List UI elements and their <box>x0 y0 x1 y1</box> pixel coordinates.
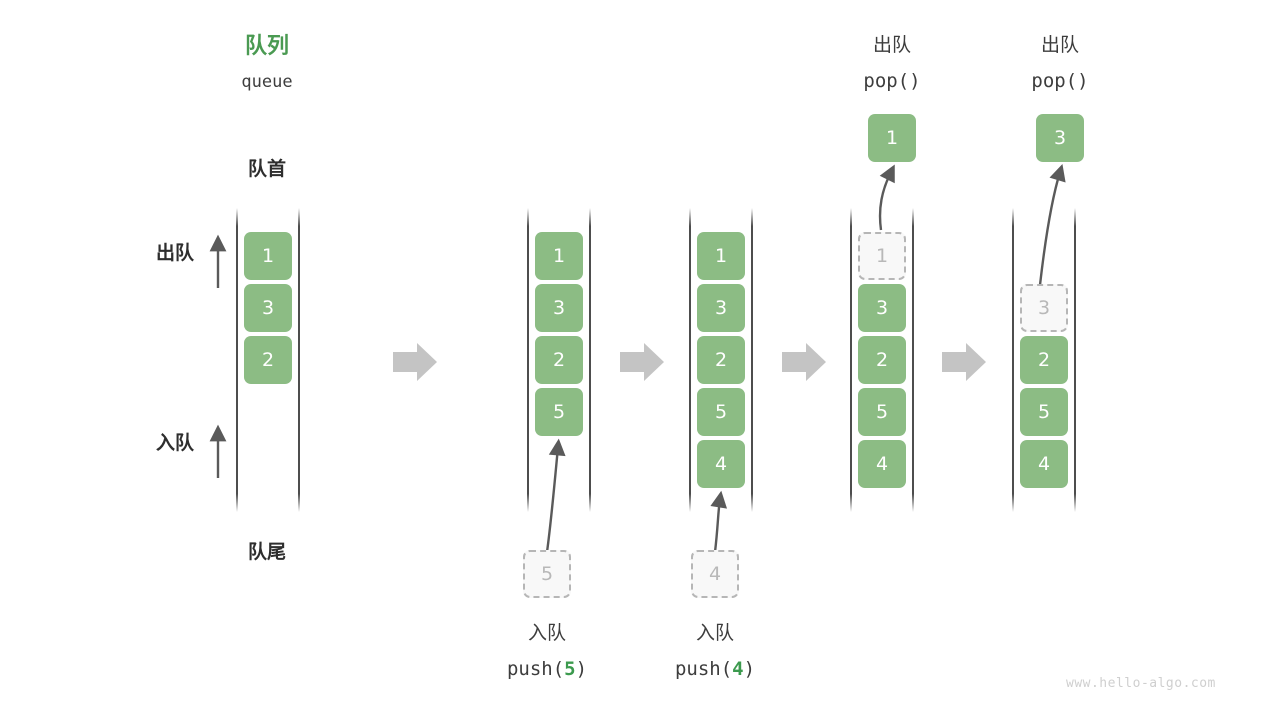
queue-rail-left <box>527 208 529 512</box>
queue-rail-right <box>1074 208 1076 512</box>
rear-label: 队尾 <box>247 541 286 563</box>
popped-cell: 3 <box>1036 114 1084 162</box>
queue-cell: 1 <box>535 232 583 280</box>
stage-caption-code: push(5) <box>487 660 607 679</box>
transition-arrow-4 <box>942 343 986 381</box>
queue-rail-right <box>589 208 591 512</box>
stage-caption-cn: 入队 <box>695 622 734 644</box>
queue-rail-left <box>689 208 691 512</box>
queue-cell: 5 <box>535 388 583 436</box>
watermark: www.hello-algo.com <box>1066 676 1216 691</box>
caption-code-prefix: push( <box>674 658 733 680</box>
stage-caption-cn: 入队 <box>527 622 566 644</box>
queue-cell: 3 <box>858 284 906 332</box>
queue-cell: 5 <box>1020 388 1068 436</box>
queue-cell: 2 <box>535 336 583 384</box>
stage-caption-cn: 出队 <box>872 34 911 56</box>
enqueue-side-label: 入队 <box>155 432 194 454</box>
queue-cell: 5 <box>858 388 906 436</box>
push-5-motion-arrow <box>545 438 566 553</box>
transition-arrow-1 <box>393 343 437 381</box>
queue-cell: 1 <box>244 232 292 280</box>
transition-arrow-3 <box>782 343 826 381</box>
page-title-en: queue <box>241 72 293 92</box>
front-label: 队首 <box>247 158 286 180</box>
queue-rail-left <box>1012 208 1014 512</box>
caption-code-prefix: push( <box>506 658 565 680</box>
caption-code-suffix: ) <box>743 658 756 680</box>
queue-cell-ghost: 3 <box>1020 284 1068 332</box>
queue-cell: 2 <box>858 336 906 384</box>
queue-rail-left <box>850 208 852 512</box>
queue-rail-right <box>912 208 914 512</box>
queue-cell: 4 <box>858 440 906 488</box>
queue-rail-right <box>298 208 300 512</box>
stage-caption-cn: 出队 <box>1040 34 1079 56</box>
queue-cell: 2 <box>244 336 292 384</box>
push-4-motion-arrow <box>710 490 728 553</box>
queue-cell: 4 <box>1020 440 1068 488</box>
queue-rail-right <box>751 208 753 512</box>
queue-cell: 3 <box>535 284 583 332</box>
popped-cell: 1 <box>868 114 916 162</box>
page-title-cn: 队列 <box>244 34 289 59</box>
queue-cell: 1 <box>697 232 745 280</box>
stage-caption-code: pop() <box>863 70 921 92</box>
queue-cell: 2 <box>1020 336 1068 384</box>
stage-caption-code: pop() <box>1031 70 1089 92</box>
pop-1-motion-arrow <box>878 164 895 231</box>
transition-arrow-2 <box>620 343 664 381</box>
queue-cell: 4 <box>697 440 745 488</box>
incoming-ghost-cell: 4 <box>691 550 739 598</box>
stage-caption-code: push(4) <box>655 660 775 679</box>
queue-cell: 3 <box>697 284 745 332</box>
caption-code-arg: 4 <box>732 658 744 680</box>
caption-code-suffix: ) <box>575 658 588 680</box>
queue-cell: 5 <box>697 388 745 436</box>
queue-cell-ghost: 1 <box>858 232 906 280</box>
incoming-ghost-cell: 5 <box>523 550 571 598</box>
pop-3-motion-arrow <box>1038 163 1066 286</box>
dequeue-side-label: 出队 <box>155 242 194 264</box>
queue-cell: 3 <box>244 284 292 332</box>
caption-code-arg: 5 <box>564 658 576 680</box>
queue-rail-left <box>236 208 238 512</box>
queue-cell: 2 <box>697 336 745 384</box>
